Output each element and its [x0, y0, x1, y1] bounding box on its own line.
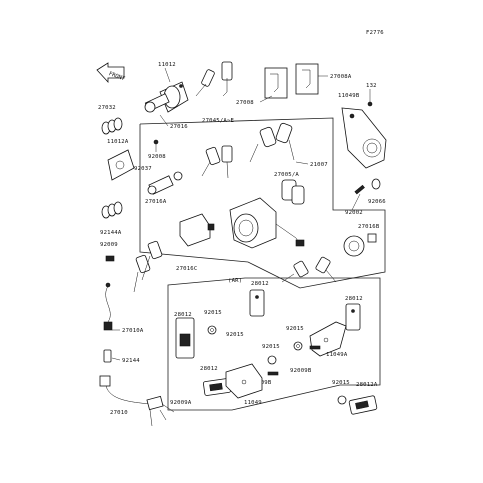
cover-27016C — [179, 213, 215, 247]
label-132: 132 — [366, 83, 377, 89]
plate-28012-right — [345, 303, 361, 331]
label-28012-left: 28012 — [174, 312, 192, 318]
bracket-11012A — [107, 149, 135, 181]
label-92015-b: 92015 — [226, 332, 244, 338]
label-28012-right: 28012 — [345, 296, 363, 302]
front-arrow-label: FRONT — [108, 71, 126, 83]
label-92066: 92066 — [368, 199, 386, 205]
label-92015-c: 92015 — [286, 326, 304, 332]
label-92009A: 92009A — [170, 400, 192, 406]
ar-variant-note: (AR) — [228, 278, 242, 284]
plate-28012-left — [175, 317, 195, 359]
label-11012A: 11012A — [107, 139, 129, 145]
label-92009B-a: 92009B — [290, 368, 312, 374]
bracket-11049A — [309, 321, 347, 357]
ar-group-frame — [167, 277, 381, 411]
label-27032: 27032 — [98, 105, 116, 111]
label-92037: 92037 — [134, 166, 152, 172]
front-arrow-icon: FRONT — [96, 62, 126, 84]
label-27045: 27045/A~E — [202, 118, 235, 124]
lock-27016B — [343, 233, 377, 257]
label-27008: 27008 — [236, 100, 254, 106]
o-rings — [101, 117, 123, 135]
key-set-lower — [133, 240, 163, 293]
cylinder-27016A — [147, 171, 183, 195]
label-92015-e: 92015 — [332, 380, 350, 386]
label-27016B: 27016B — [358, 224, 380, 230]
plate-28012-bottom-left — [203, 378, 231, 396]
label-27010: 27010 — [110, 410, 128, 416]
figure-code: F2776 — [366, 30, 384, 36]
upper-group-frame — [139, 117, 386, 289]
label-27010A: 27010A — [122, 328, 144, 334]
label-28012-bottom-left: 28012 — [200, 366, 218, 372]
wire-harness-27010A — [103, 282, 113, 331]
label-92144: 92144 — [122, 358, 140, 364]
plate-28012A — [348, 395, 378, 415]
label-11012: 11012 — [158, 62, 176, 68]
label-21007: 21007 — [310, 162, 328, 168]
wire-harness-27010 — [99, 375, 175, 427]
label-92015-a: 92015 — [204, 310, 222, 316]
rings-92144A — [101, 201, 123, 219]
key-card-27008A — [295, 63, 319, 95]
label-28012-top: 28012 — [251, 281, 269, 287]
label-11049A: 11049A — [326, 352, 348, 358]
key-card-27008 — [264, 67, 288, 99]
label-27016C: 27016C — [176, 266, 197, 272]
label-92015-d: 92015 — [262, 344, 280, 350]
label-11049: 11049 — [244, 400, 262, 406]
label-27016A: 27016A — [145, 199, 167, 205]
label-92144A: 92144A — [100, 230, 122, 236]
plate-28012-top — [249, 289, 265, 317]
label-92009: 92009 — [100, 242, 118, 248]
label-92002: 92002 — [345, 210, 363, 216]
bracket-11049 — [225, 363, 263, 399]
ignition-switch-assy — [144, 81, 189, 113]
key-set-27016B — [281, 256, 337, 283]
key-set-upper — [195, 61, 233, 97]
label-28012A: 28012A — [356, 382, 378, 388]
label-92008: 92008 — [148, 154, 166, 160]
key-set-27045 — [201, 122, 295, 179]
switch-assy-27005 — [229, 179, 305, 249]
label-27005: 27005/A — [274, 172, 299, 178]
label-27008A: 27008A — [330, 74, 352, 80]
bracket-11049B — [341, 107, 387, 169]
label-27016: 27016 — [170, 124, 188, 130]
label-11049B: 11049B — [338, 93, 360, 99]
